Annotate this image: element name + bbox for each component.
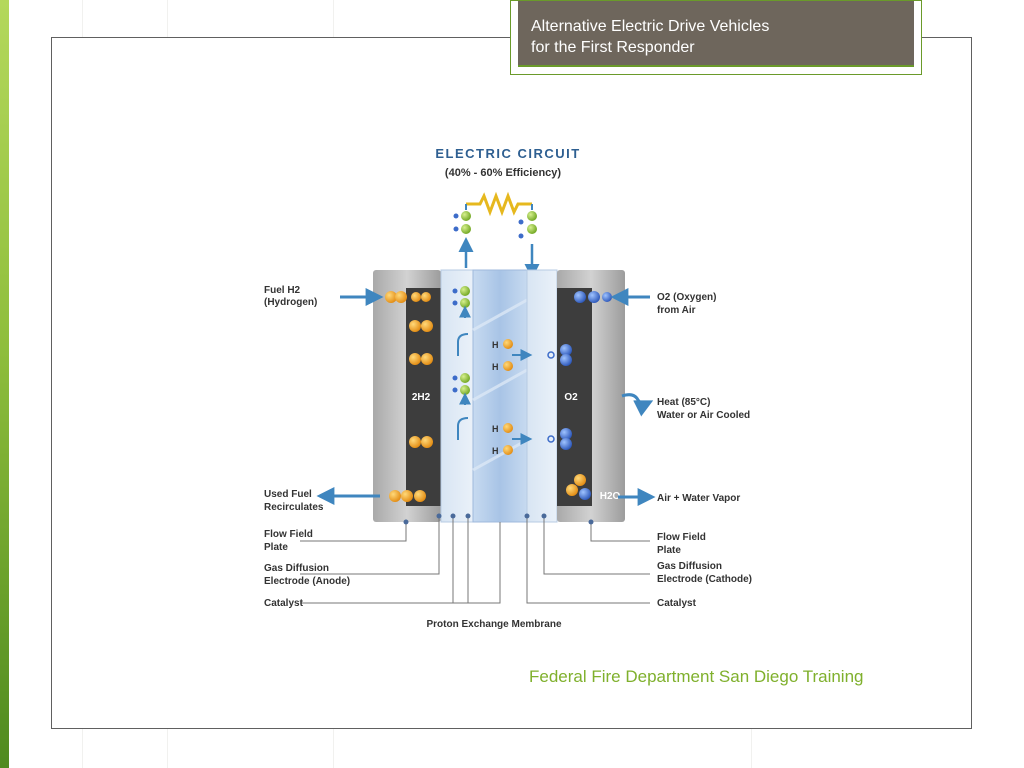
anode-electrode [440, 269, 474, 523]
cathode-gas-label: O2 [564, 392, 578, 403]
cathode-catalyst-label: Catalyst [657, 598, 697, 609]
used-fuel-label-sub: Recirculates [264, 502, 324, 513]
membrane-label: Proton Exchange Membrane [426, 619, 561, 630]
oxygen-molecules [574, 291, 612, 303]
electron-pair [518, 211, 537, 239]
anode-gas-label: 2H2 [412, 392, 431, 403]
air-water-label: Air + Water Vapor [657, 493, 740, 504]
fuel-label-sub: (Hydrogen) [264, 297, 317, 308]
svg-text:H: H [492, 340, 499, 350]
electron-pair [453, 211, 471, 234]
used-fuel-label: Used Fuel [264, 489, 312, 500]
anode-electrons [452, 286, 470, 395]
heat-label: Heat (85°C) [657, 397, 710, 408]
anode-catalyst-label: Catalyst [264, 598, 304, 609]
fuel-label: Fuel H2 [264, 285, 301, 296]
anode-flow-field-label: Flow Field [264, 529, 313, 540]
cathode-gde-label: Gas Diffusion [657, 561, 722, 572]
svg-text:H: H [492, 424, 499, 434]
leader-dots [403, 513, 594, 525]
water-label: H2O [600, 491, 621, 502]
slide-title-line2: for the First Responder [531, 39, 695, 56]
oxygen-label: O2 (Oxygen) [657, 292, 716, 303]
oxygen-ions [547, 344, 572, 450]
anode-gde-label: Gas Diffusion [264, 563, 329, 574]
slide-title: Alternative Electric Drive Vehicles for … [518, 1, 914, 67]
membrane-stripes [472, 298, 528, 472]
protons-lower: H H [492, 423, 513, 456]
circuit-efficiency: (40% - 60% Efficiency) [445, 167, 561, 179]
cathode-electrode [526, 269, 558, 523]
cathode-gde-label-sub: Electrode (Cathode) [657, 574, 752, 585]
protons-upper: H H [492, 339, 513, 372]
water-molecules [566, 474, 591, 500]
cathode-channel [557, 288, 592, 506]
anode-flow-field-label-sub: Plate [264, 542, 288, 553]
oxygen-label-sub: from Air [657, 305, 696, 316]
cathode-flow-field-label: Flow Field [657, 532, 706, 543]
circuit-heading: ELECTRIC CIRCUIT [435, 146, 580, 161]
anode-gde-label-sub: Electrode (Anode) [264, 576, 350, 587]
footer-text: Federal Fire Department San Diego Traini… [529, 667, 864, 686]
proton-path-arrow [457, 333, 469, 356]
svg-text:H: H [492, 446, 499, 456]
hydrogen-molecules [385, 291, 433, 502]
title-box: Alternative Electric Drive Vehicles for … [510, 0, 922, 75]
heat-arrow [621, 393, 654, 417]
leader-lines [300, 516, 650, 604]
svg-text:H: H [492, 362, 499, 372]
resistor-icon [466, 191, 532, 217]
heat-label-sub: Water or Air Cooled [657, 410, 750, 421]
slide-title-line1: Alternative Electric Drive Vehicles [531, 18, 770, 35]
green-accent-strip [0, 0, 9, 768]
proton-path-arrow [457, 417, 469, 440]
cathode-flow-field-label-sub: Plate [657, 545, 681, 556]
